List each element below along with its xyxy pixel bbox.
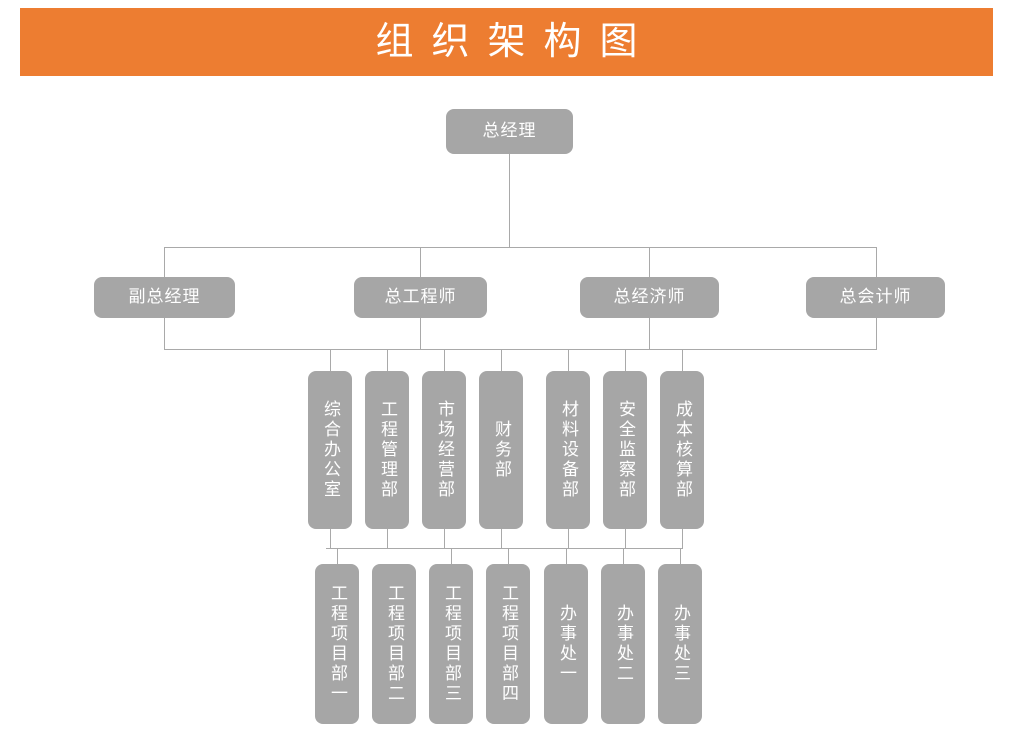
title-banner: 组织架构图 [20,8,993,76]
connector-stem-material-equip-dept-down [568,529,569,548]
node-project-dept-1[interactable]: 工程项目部一 [315,564,359,724]
connector-drop-general-office [330,349,331,371]
connector-drop-project-dept-3 [451,548,452,564]
connector-stem-deputy-gm-down [164,318,165,349]
node-safety-supervision-dept[interactable]: 安全监察部 [603,371,647,529]
connector-stem-market-ops-dept-down [444,529,445,548]
node-chief-engineer[interactable]: 总工程师 [354,277,487,318]
connector-drop-material-equip-dept [568,349,569,371]
node-engineering-management-dept[interactable]: 工程管理部 [365,371,409,529]
node-chief-economist[interactable]: 总经济师 [580,277,719,318]
connector-stem-chief-economist-down [649,318,650,349]
connector-drop-eng-mgmt-dept [387,349,388,371]
connector-drop-safety-supervision-dept [625,349,626,371]
connector-drop-market-ops-dept [444,349,445,371]
connector-drop-branch-office-2 [623,548,624,564]
node-project-dept-3[interactable]: 工程项目部三 [429,564,473,724]
node-branch-office-2[interactable]: 办事处二 [601,564,645,724]
node-branch-office-3[interactable]: 办事处三 [658,564,702,724]
node-finance-dept[interactable]: 财务部 [479,371,523,529]
node-project-dept-4[interactable]: 工程项目部四 [486,564,530,724]
connector-drop-chief-economist [649,247,650,277]
page-title: 组织架构图 [375,21,656,63]
node-cost-accounting-dept[interactable]: 成本核算部 [660,371,704,529]
connector-drop-chief-engineer [420,247,421,277]
connector-level3-bus [164,349,877,350]
connector-level2-bus [164,247,877,248]
connector-drop-branch-office-1 [566,548,567,564]
connector-drop-deputy-gm [164,247,165,277]
node-general-office[interactable]: 综合办公室 [308,371,352,529]
node-project-dept-2[interactable]: 工程项目部二 [372,564,416,724]
connector-stem-eng-mgmt-dept-down [387,529,388,548]
node-material-equipment-dept[interactable]: 材料设备部 [546,371,590,529]
connector-drop-cost-accounting-dept [682,349,683,371]
connector-stem-chief-accountant-down [876,318,877,349]
connector-drop-project-dept-1 [337,548,338,564]
node-market-operations-dept[interactable]: 市场经营部 [422,371,466,529]
node-branch-office-1[interactable]: 办事处一 [544,564,588,724]
connector-drop-chief-accountant [876,247,877,277]
connector-gm-stem [509,154,510,247]
connector-stem-cost-accounting-dept-down [682,529,683,548]
node-chief-accountant[interactable]: 总会计师 [806,277,945,318]
connector-level4-bus [326,548,683,549]
node-general-manager[interactable]: 总经理 [446,109,573,154]
connector-stem-chief-engineer-down [420,318,421,349]
connector-stem-general-office-down [330,529,331,548]
connector-drop-finance-dept [501,349,502,371]
node-deputy-general-manager[interactable]: 副总经理 [94,277,235,318]
connector-drop-branch-office-3 [680,548,681,564]
connector-stem-safety-supervision-dept-down [625,529,626,548]
connector-stem-finance-dept-down [501,529,502,548]
connector-drop-project-dept-4 [508,548,509,564]
